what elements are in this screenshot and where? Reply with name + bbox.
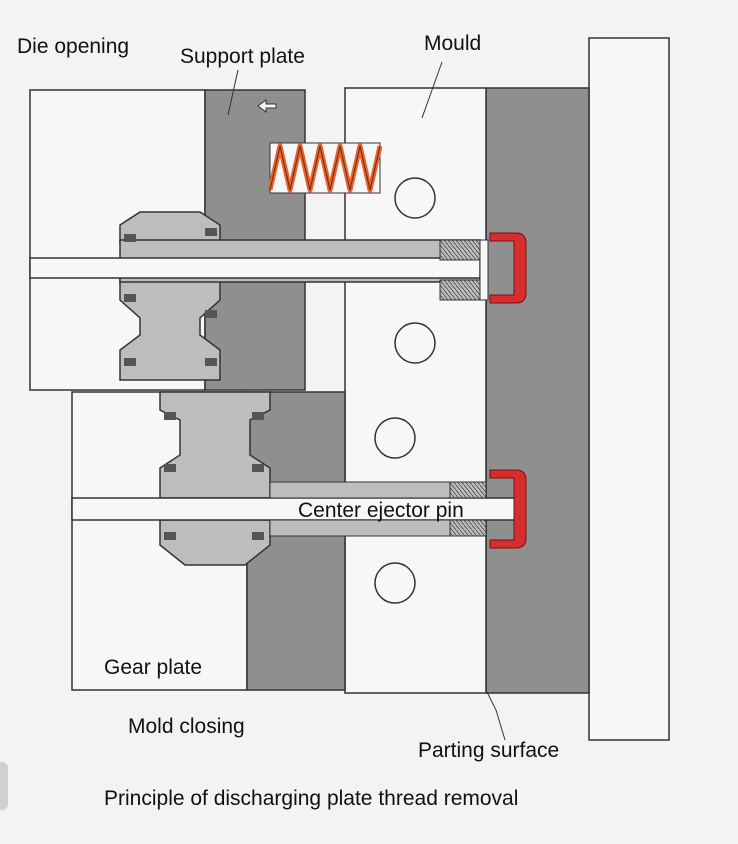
cavity-plate [485, 87, 590, 694]
guide-hole-2 [394, 322, 436, 364]
fixed-plate [588, 37, 670, 741]
guide-hole-3 [374, 417, 416, 459]
parting-surface-leader [485, 689, 506, 741]
gear-plate-label: Gear plate [104, 656, 203, 679]
side-tab [0, 762, 8, 810]
upper-thread-cap [489, 232, 527, 304]
support-plate-label: Support plate [180, 45, 305, 68]
guide-hole-1 [394, 177, 436, 219]
lower-thread-cap [489, 469, 527, 549]
guide-hole-4 [374, 562, 416, 604]
support-plate-leader [227, 69, 239, 116]
mold-closing-label: Mold closing [128, 715, 245, 738]
caption: Principle of discharging plate thread re… [104, 787, 519, 810]
left-arrow-icon [257, 99, 277, 113]
die-opening-label: Die opening [17, 35, 130, 58]
mould-label: Mould [424, 32, 482, 55]
mould-leader [421, 61, 443, 119]
parting-surface-label: Parting surface [418, 739, 560, 762]
center-ejector-pin-label: Center ejector pin [298, 499, 464, 522]
